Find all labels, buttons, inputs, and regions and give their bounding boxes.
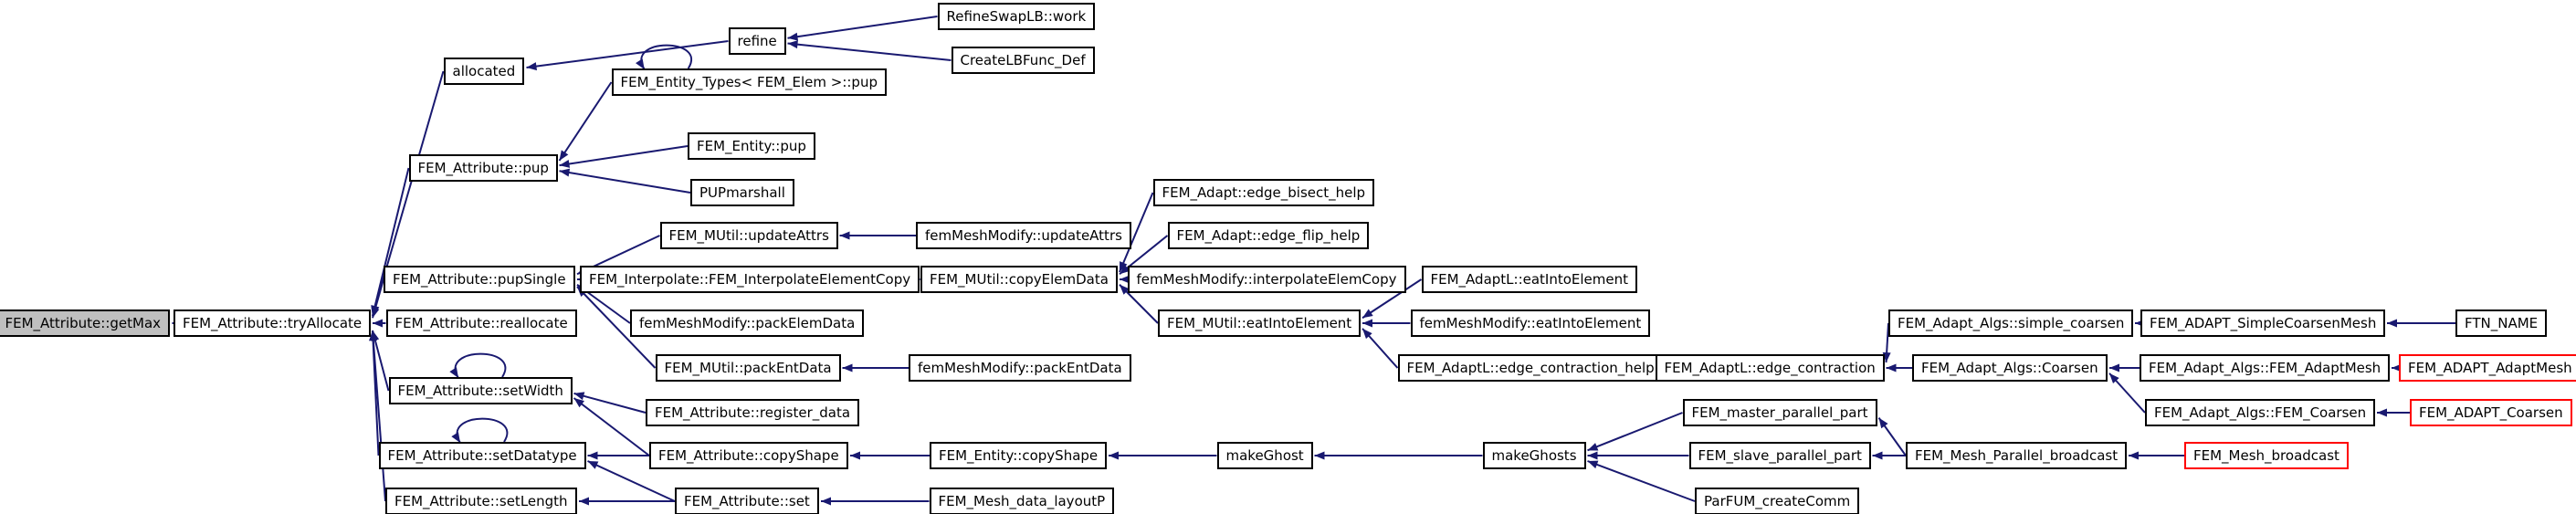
call-edge bbox=[1587, 412, 1683, 452]
graph-node-parfum[interactable]: ParFUM_createComm bbox=[1695, 488, 1860, 514]
graph-node-attrset[interactable]: FEM_Attribute::set bbox=[675, 488, 819, 514]
graph-node-femadaptmesh[interactable]: FEM_Adapt_Algs::FEM_AdaptMesh bbox=[2140, 354, 2391, 382]
graph-node-slave[interactable]: FEM_slave_parallel_part bbox=[1688, 442, 1871, 469]
graph-node-mutilcopyelem[interactable]: FEM_MUtil::copyElemData bbox=[920, 266, 1118, 293]
graph-node-parallelbroadcast[interactable]: FEM_Mesh_Parallel_broadcast bbox=[1906, 442, 2128, 469]
graph-node-master[interactable]: FEM_master_parallel_part bbox=[1682, 399, 1877, 426]
graph-node-enttypespup[interactable]: FEM_Entity_Types< FEM_Elem >::pup bbox=[611, 68, 887, 96]
graph-node-registerdata[interactable]: FEM_Attribute::register_data bbox=[646, 399, 860, 426]
graph-node-simplecoarsenmesh[interactable]: FEM_ADAPT_SimpleCoarsenMesh bbox=[2140, 309, 2386, 337]
graph-node-interpelemcopy[interactable]: femMeshModify::interpolateElemCopy bbox=[1127, 266, 1406, 293]
call-edge bbox=[369, 330, 386, 502]
call-edge bbox=[576, 286, 657, 369]
graph-node-allocated[interactable]: allocated bbox=[443, 58, 525, 85]
graph-node-interpcopy[interactable]: FEM_Interpolate::FEM_InterpolateElementC… bbox=[580, 266, 920, 293]
call-edge bbox=[1119, 192, 1154, 273]
call-edge bbox=[1362, 328, 1399, 369]
call-edge bbox=[573, 392, 647, 414]
call-edge bbox=[587, 460, 676, 502]
graph-node-adaptleat[interactable]: FEM_AdaptL::eatIntoElement bbox=[1421, 266, 1638, 293]
call-edge bbox=[371, 167, 410, 317]
call-edge bbox=[559, 168, 691, 194]
graph-node-makeghosts[interactable]: makeGhosts bbox=[1482, 442, 1586, 469]
graph-node-coarsen[interactable]: FEM_Adapt_Algs::Coarsen bbox=[1912, 354, 2108, 382]
call-edge bbox=[1362, 278, 1423, 320]
graph-node-bisect[interactable]: FEM_Adapt::edge_bisect_help bbox=[1152, 179, 1375, 206]
call-edge bbox=[1877, 417, 1907, 456]
call-edge bbox=[558, 81, 613, 162]
call-edge bbox=[573, 397, 650, 456]
graph-node-mutilupdateattrs[interactable]: FEM_MUtil::updateAttrs bbox=[659, 222, 838, 249]
call-edge bbox=[1882, 322, 1891, 363]
graph-node-createlb[interactable]: CreateLBFunc_Def bbox=[951, 47, 1095, 74]
graph-node-setlength[interactable]: FEM_Attribute::setLength bbox=[385, 488, 577, 514]
call-edge bbox=[2108, 372, 2146, 414]
graph-node-fmmpackent[interactable]: femMeshModify::packEntData bbox=[909, 354, 1131, 382]
graph-node-meshbroadcast[interactable]: FEM_Mesh_broadcast bbox=[2184, 442, 2349, 469]
graph-node-entitycopyshape[interactable]: FEM_Entity::copyShape bbox=[930, 442, 1108, 469]
graph-node-contractionhelp[interactable]: FEM_AdaptL::edge_contraction_help bbox=[1397, 354, 1664, 382]
graph-node-attrpup[interactable]: FEM_Attribute::pup bbox=[408, 154, 558, 182]
graph-node-entitypup[interactable]: FEM_Entity::pup bbox=[688, 132, 815, 160]
graph-node-adaptadaptmesh[interactable]: FEM_ADAPT_AdaptMesh bbox=[2399, 354, 2576, 382]
graph-node-ftnname[interactable]: FTN_NAME bbox=[2455, 309, 2548, 337]
call-edge bbox=[526, 40, 729, 71]
call-edge bbox=[787, 16, 938, 41]
graph-node-simplecoarsen[interactable]: FEM_Adapt_Algs::simple_coarsen bbox=[1888, 309, 2134, 337]
graph-node-setdatatype[interactable]: FEM_Attribute::setDatatype bbox=[378, 442, 586, 469]
graph-node-mutileat[interactable]: FEM_MUtil::eatIntoElement bbox=[1158, 309, 1362, 337]
call-edge bbox=[1587, 460, 1696, 502]
call-edge bbox=[451, 417, 509, 444]
call-edge bbox=[1119, 284, 1159, 324]
call-edge bbox=[636, 44, 692, 70]
graph-node-reallocate[interactable]: FEM_Attribute::reallocate bbox=[385, 309, 577, 337]
call-edge bbox=[787, 40, 952, 61]
graph-node-attrcopyshape[interactable]: FEM_Attribute::copyShape bbox=[649, 442, 848, 469]
graph-node-mutilpackent[interactable]: FEM_MUtil::packEntData bbox=[655, 354, 841, 382]
graph-node-pupsingle[interactable]: FEM_Attribute::pupSingle bbox=[384, 266, 575, 293]
graph-node-refine[interactable]: refine bbox=[728, 27, 786, 55]
graph-node-getmax: FEM_Attribute::getMax bbox=[0, 309, 171, 337]
graph-node-femcoarsen[interactable]: FEM_Adapt_Algs::FEM_Coarsen bbox=[2145, 399, 2376, 426]
call-edge bbox=[449, 352, 507, 379]
graph-node-makeghost[interactable]: makeGhost bbox=[1216, 442, 1313, 469]
graph-node-fmmpackelem[interactable]: femMeshModify::packElemData bbox=[630, 309, 865, 337]
graph-node-fmmupdateattrs[interactable]: femMeshModify::updateAttrs bbox=[916, 222, 1131, 249]
graph-node-fmmeat[interactable]: femMeshModify::eatIntoElement bbox=[1410, 309, 1651, 337]
graph-node-tryallocate[interactable]: FEM_Attribute::tryAllocate bbox=[173, 309, 372, 337]
call-edge bbox=[371, 278, 384, 319]
graph-node-setwidth[interactable]: FEM_Attribute::setWidth bbox=[388, 377, 573, 404]
graph-node-edgecontraction[interactable]: FEM_AdaptL::edge_contraction bbox=[1655, 354, 1885, 382]
graph-node-meshlayoutp[interactable]: FEM_Mesh_data_layoutP bbox=[929, 488, 1115, 514]
call-edge bbox=[559, 145, 689, 168]
graph-node-flip[interactable]: FEM_Adapt::edge_flip_help bbox=[1167, 222, 1370, 249]
graph-node-adaptcoarsen[interactable]: FEM_ADAPT_Coarsen bbox=[2410, 399, 2572, 426]
graph-node-pupmarshall[interactable]: PUPmarshall bbox=[690, 179, 794, 206]
graph-node-refinework[interactable]: RefineSwapLB::work bbox=[937, 3, 1096, 30]
